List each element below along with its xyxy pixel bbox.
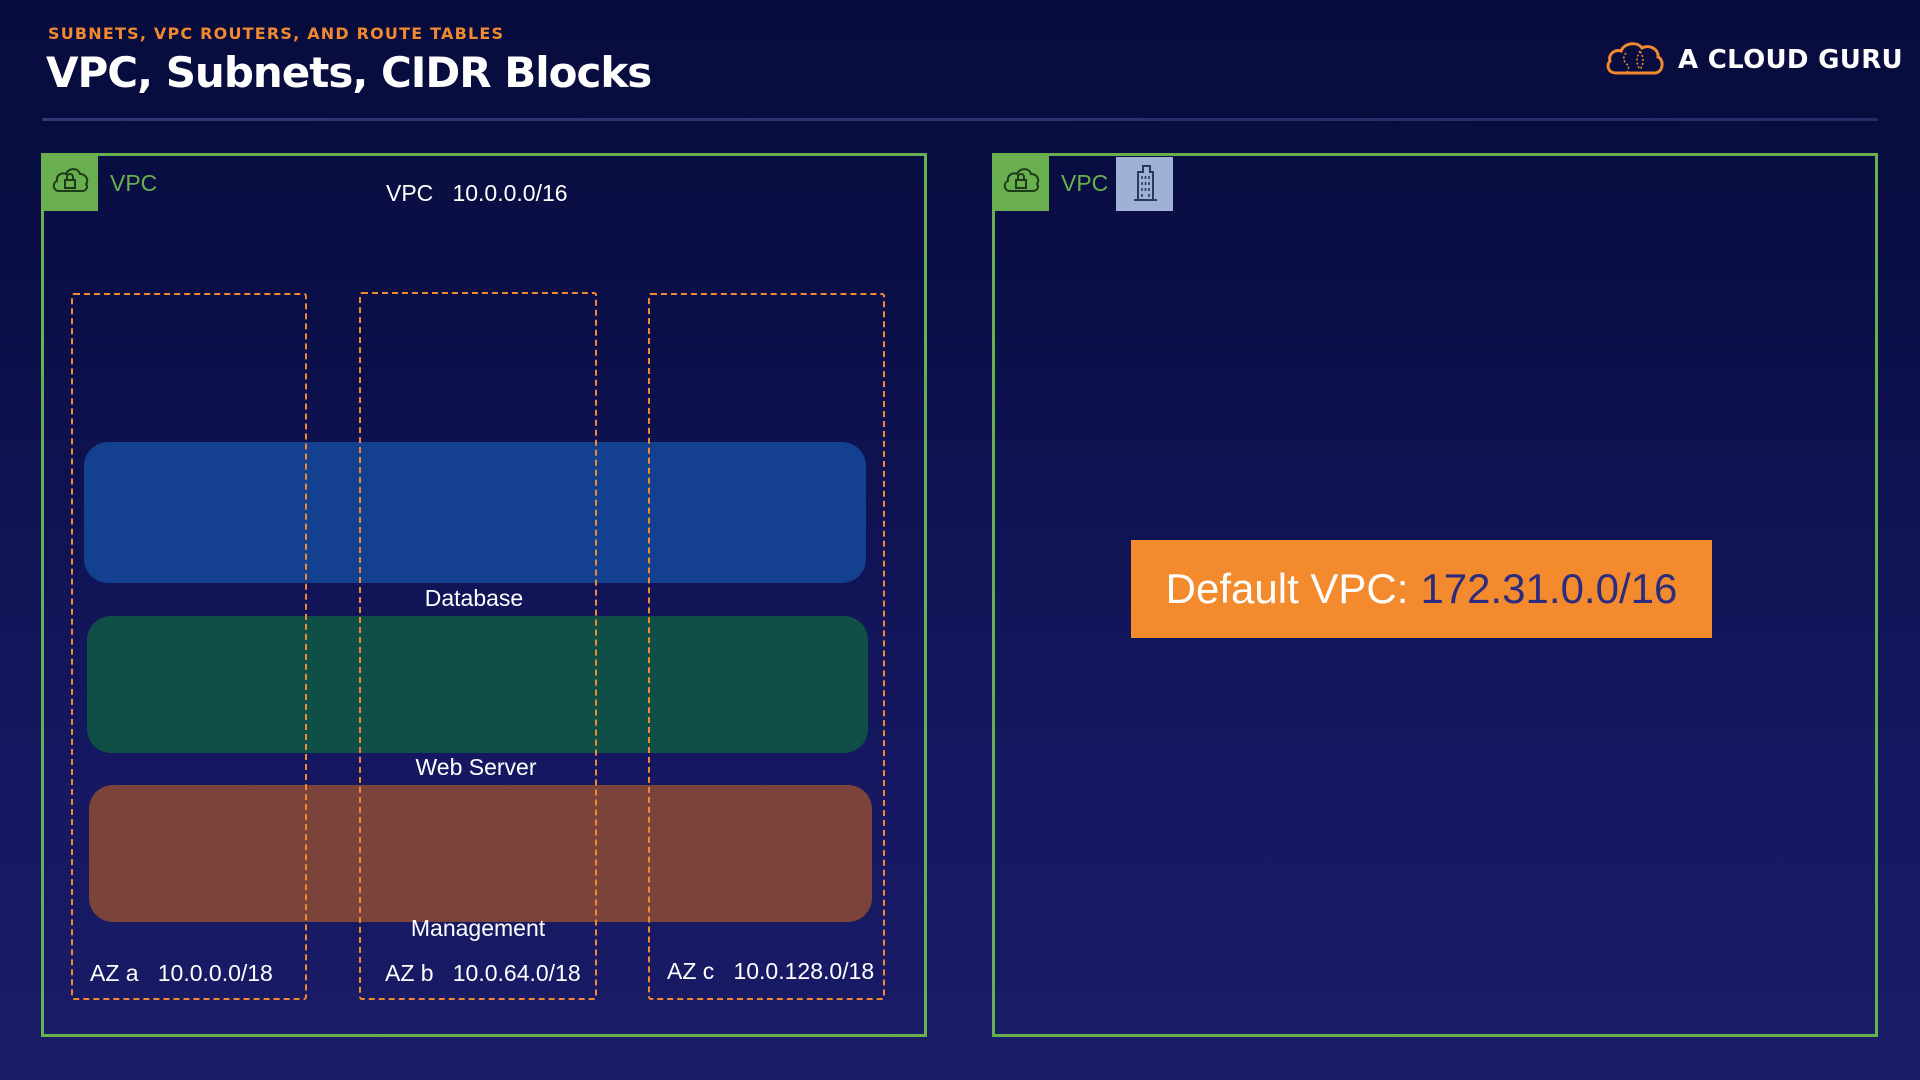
az-label-b: AZ b 10.0.64.0/18 bbox=[385, 960, 581, 986]
section-subtitle: SUBNETS, VPC ROUTERS, AND ROUTE TABLES bbox=[48, 24, 505, 43]
default-vpc-cidr: 172.31.0.0/16 bbox=[1420, 565, 1678, 612]
building-icon bbox=[1130, 162, 1160, 207]
brand-logo: A CLOUD GURU bbox=[1604, 38, 1903, 82]
az-label-a: AZ a 10.0.0.0/18 bbox=[90, 960, 273, 986]
availability-zone-a bbox=[71, 293, 307, 1000]
building-tab bbox=[1116, 157, 1173, 211]
header-divider bbox=[42, 118, 1878, 121]
default-vpc-label: Default VPC: bbox=[1165, 565, 1409, 612]
subnet-band-database bbox=[84, 442, 866, 583]
cloud-lock-icon bbox=[50, 164, 90, 201]
vpc-tab bbox=[992, 153, 1049, 211]
cloud-logo-icon bbox=[1604, 39, 1666, 82]
subnet-label-database: Database bbox=[424, 585, 524, 611]
vpc-cidr-label: VPC 10.0.0.0/16 bbox=[386, 180, 568, 206]
subnet-label-management: Management bbox=[410, 915, 546, 941]
subnet-label-web-server: Web Server bbox=[415, 754, 537, 780]
availability-zone-b bbox=[359, 292, 597, 1000]
brand-name: A CLOUD GURU bbox=[1678, 45, 1903, 75]
az-label-c: AZ c 10.0.128.0/18 bbox=[667, 958, 875, 984]
page-title: VPC, Subnets, CIDR Blocks bbox=[46, 48, 652, 97]
subnet-band-management bbox=[89, 785, 872, 922]
subnet-band-web-server bbox=[87, 616, 868, 753]
vpc-tab-label: VPC bbox=[110, 170, 158, 196]
vpc-container-left: VPC VPC 10.0.0.0/16 bbox=[41, 153, 927, 1037]
cloud-lock-icon bbox=[1001, 164, 1041, 201]
vpc-tab bbox=[41, 153, 98, 211]
availability-zone-c bbox=[648, 293, 885, 1000]
vpc-container-right: VPC bbox=[992, 153, 1878, 1037]
default-vpc-callout: Default VPC: 172.31.0.0/16 bbox=[1131, 540, 1712, 638]
vpc-tab-label: VPC bbox=[1061, 170, 1109, 196]
